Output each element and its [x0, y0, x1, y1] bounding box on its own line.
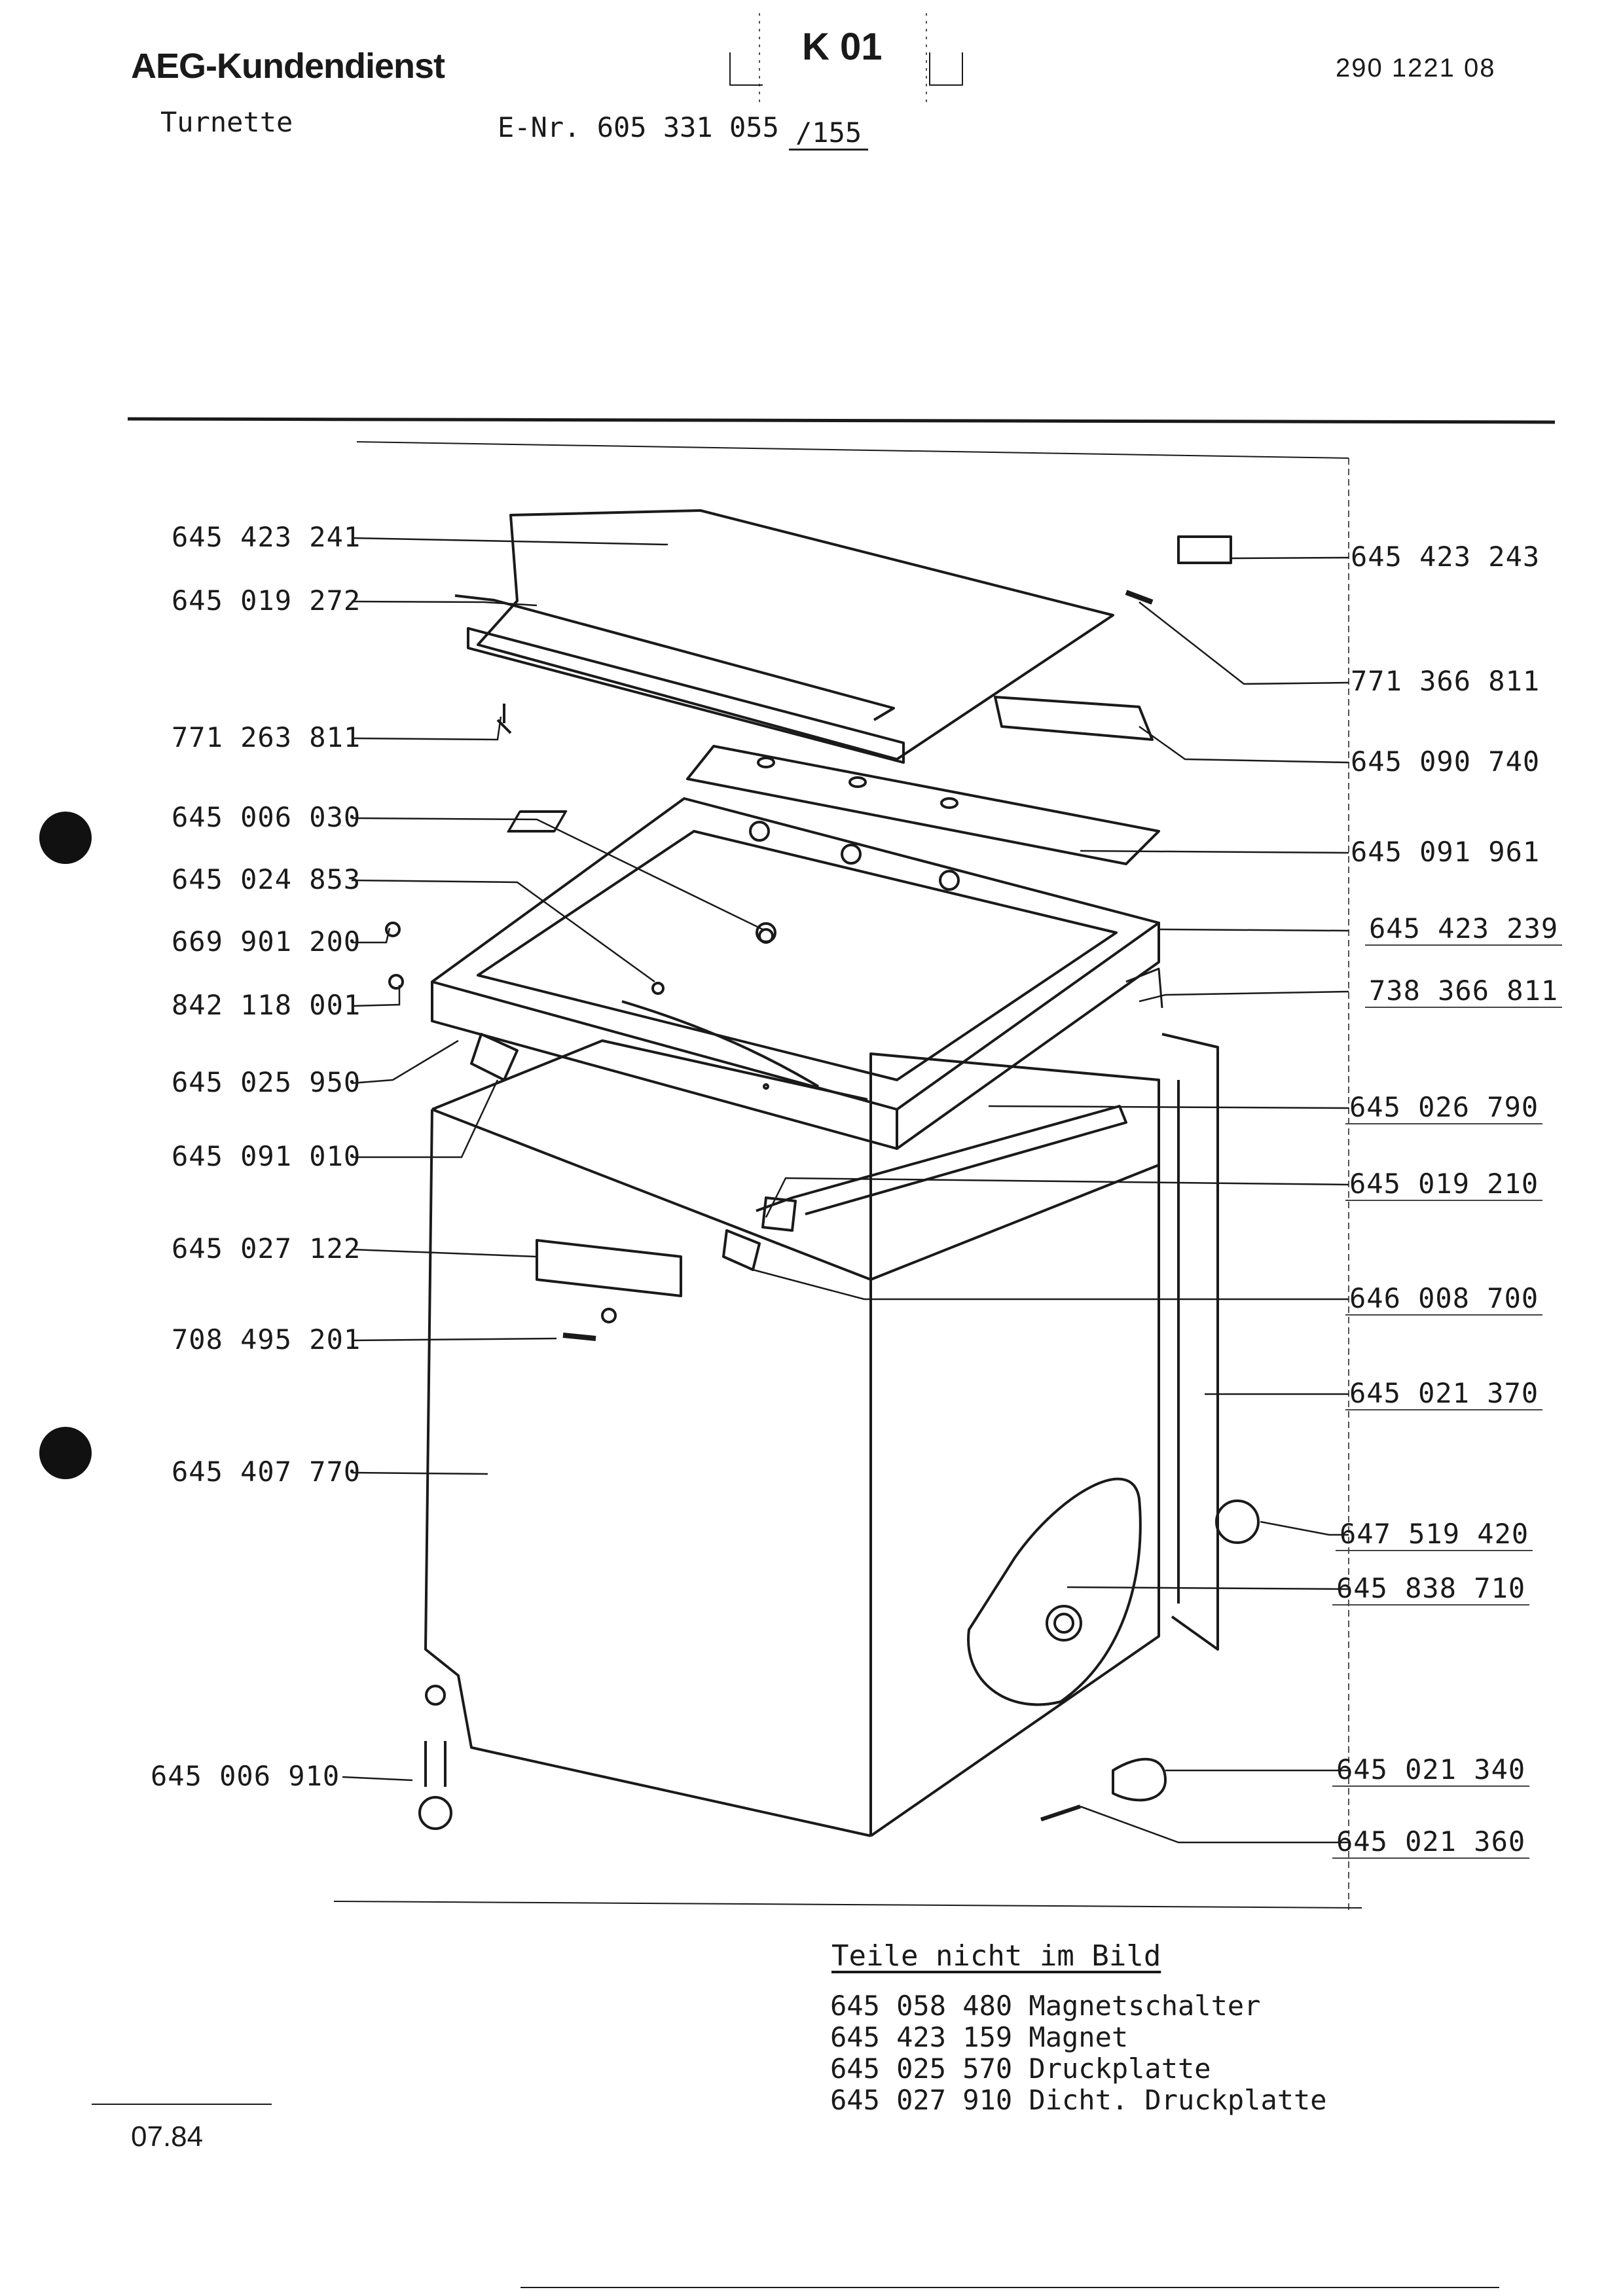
part-number-left: 669 901 200 [172, 925, 361, 958]
part-number-right: 645 838 710 [1332, 1572, 1530, 1605]
note-item: 645 025 570 Druckplatte [830, 2053, 1211, 2085]
part-number-right: 645 090 740 [1351, 745, 1541, 778]
part-number-right: 738 366 811 [1365, 975, 1563, 1008]
part-number-left: 645 006 910 [151, 1760, 340, 1792]
part-number-left: 645 025 950 [172, 1066, 361, 1098]
part-number-right: 645 423 239 [1365, 912, 1563, 946]
part-number-right: 645 021 360 [1332, 1825, 1530, 1859]
model-name: Turnette [160, 106, 293, 138]
note-item: 645 027 910 Dicht. Druckplatte [830, 2084, 1327, 2116]
part-number-right: 645 021 340 [1332, 1753, 1530, 1787]
part-number-left: 771 263 811 [172, 721, 361, 753]
part-number-left: 645 019 272 [172, 584, 361, 617]
note-item: 645 423 159 Magnet [830, 2021, 1129, 2053]
part-number-left: 708 495 201 [172, 1323, 361, 1355]
part-number-right: 645 423 243 [1351, 541, 1541, 573]
part-number-right: 645 019 210 [1345, 1168, 1543, 1201]
part-number-right: 645 026 790 [1345, 1091, 1543, 1124]
part-number-right: 645 091 961 [1351, 836, 1541, 868]
part-number-left: 645 006 030 [172, 801, 361, 833]
part-number-left: 645 407 770 [172, 1456, 361, 1488]
part-number-left: 645 024 853 [172, 863, 361, 895]
note-item: 645 058 480 Magnetschalter [830, 1990, 1261, 2022]
part-number-left: 645 027 122 [172, 1232, 361, 1265]
document-number: 290 1221 08 [1336, 54, 1496, 82]
print-date: 07.84 [131, 2121, 204, 2153]
sheet-code: K 01 [802, 26, 883, 68]
part-number-left: 645 091 010 [172, 1140, 361, 1172]
enr-suffix: /155 [789, 117, 869, 151]
brand-title: AEG-Kundendienst [131, 46, 445, 86]
part-number-left: 645 423 241 [172, 521, 361, 553]
part-number-right: 771 366 811 [1351, 665, 1541, 697]
part-number-right: 645 021 370 [1345, 1377, 1543, 1410]
part-number-right: 647 519 420 [1336, 1518, 1533, 1551]
enr-number: E-Nr. 605 331 055 [498, 111, 779, 143]
part-number-left: 842 118 001 [172, 989, 361, 1021]
notes-title: Teile nicht im Bild [831, 1939, 1161, 1973]
part-number-right: 646 008 700 [1345, 1282, 1543, 1316]
